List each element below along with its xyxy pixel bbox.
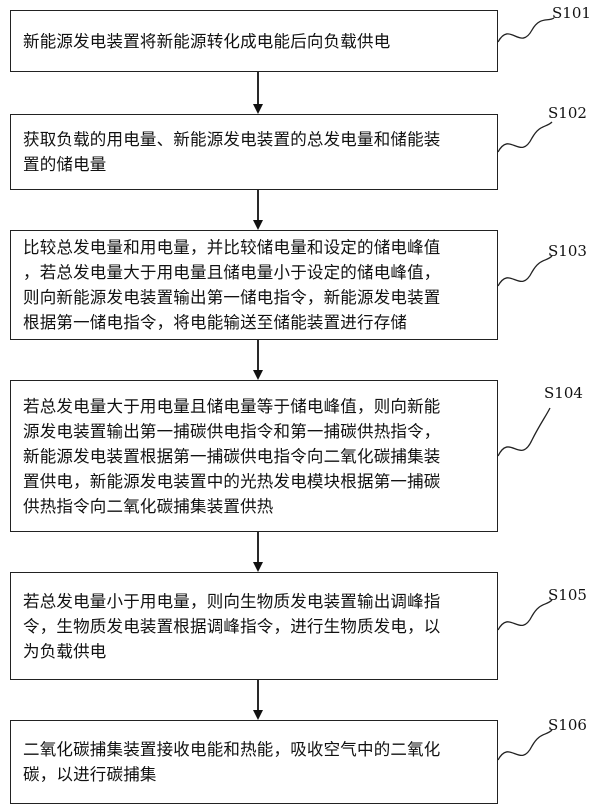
step-box-s101: 新能源发电装置将新能源转化成电能后向负载供电 [10, 10, 498, 72]
step-label-s103: S103 [548, 242, 587, 260]
leader-s103 [497, 255, 553, 287]
step-label-s104: S104 [544, 384, 583, 402]
step-label-s106: S106 [548, 716, 587, 734]
step-box-s102: 获取负载的用电量、新能源发电装置的总发电量和储能装 置的储电量 [10, 114, 498, 190]
step-text-s102: 获取负载的用电量、新能源发电装置的总发电量和储能装 置的储电量 [23, 130, 441, 174]
leader-s101 [497, 17, 555, 43]
step-box-s105: 若总发电量小于用电量，则向生物质发电装置输出调峰指 令，生物质发电装置根据调峰指… [10, 572, 498, 680]
step-text-s103: 比较总发电量和用电量，并比较储电量和设定的储电峰值 ，若总发电量大于用电量且储电… [23, 238, 441, 332]
step-text-s105: 若总发电量小于用电量，则向生物质发电装置输出调峰指 令，生物质发电装置根据调峰指… [23, 591, 441, 661]
step-label-s102: S102 [548, 104, 587, 122]
step-box-s103: 比较总发电量和用电量，并比较储电量和设定的储电峰值 ，若总发电量大于用电量且储电… [10, 230, 498, 340]
leader-s105 [497, 599, 553, 631]
step-label-s105: S105 [548, 586, 587, 604]
step-label-s101: S101 [552, 4, 591, 22]
leader-s106 [497, 729, 553, 761]
step-box-s104: 若总发电量大于用电量且储电量等于储电峰值，则向新能 源发电装置输出第一捕碳供电指… [10, 380, 498, 532]
step-text-s104: 若总发电量大于用电量且储电量等于储电峰值，则向新能 源发电装置输出第一捕碳供电指… [23, 396, 441, 516]
step-text-s106: 二氧化碳捕集装置接收电能和热能，吸收空气中的二氧化 碳，以进行碳捕集 [23, 740, 441, 784]
leader-s102 [497, 121, 553, 153]
leader-s104 [497, 407, 551, 457]
step-box-s106: 二氧化碳捕集装置接收电能和热能，吸收空气中的二氧化 碳，以进行碳捕集 [10, 720, 498, 804]
step-text-s101: 新能源发电装置将新能源转化成电能后向负载供电 [23, 31, 391, 51]
